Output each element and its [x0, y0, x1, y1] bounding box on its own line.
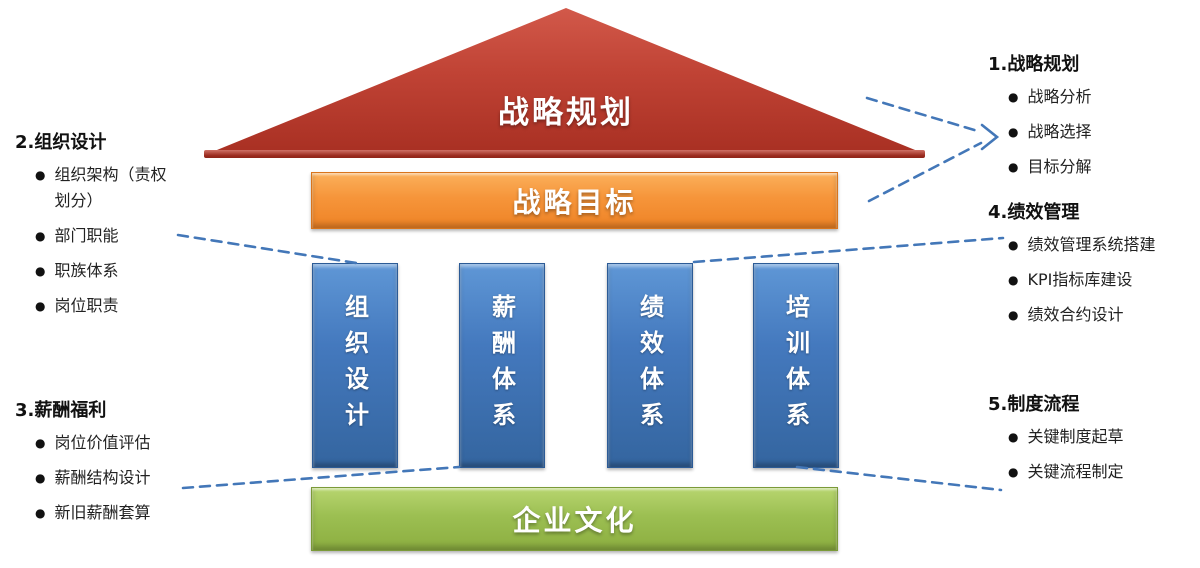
connector-annotation3-to-pillar2 [181, 465, 461, 490]
pillar-training-system: 培训体系 [753, 263, 839, 468]
annotation-list: 绩效管理系统搭建 KPI指标库建设 绩效合约设计 [1008, 232, 1198, 328]
pillar-organization-design: 组织设计 [312, 263, 398, 468]
roof-strategic-planning: 战略规划 [212, 8, 920, 152]
bullet-item: 薪酬结构设计 [35, 465, 215, 491]
annotation-strategic-planning: 1.战略规划 战略分析 战略选择 目标分解 [988, 50, 1178, 189]
annotation-compensation-benefits: 3.薪酬福利 岗位价值评估 薪酬结构设计 新旧薪酬套算 [15, 396, 215, 535]
bullet-item: 战略分析 [1008, 84, 1178, 110]
annotation-process-system: 5.制度流程 关键制度起草 关键流程制定 [988, 390, 1188, 494]
bullet-item: 岗位价值评估 [35, 430, 215, 456]
bullet-item: 岗位职责 [35, 293, 215, 319]
goal-bar-label: 战略目标 [512, 185, 637, 219]
annotation-title: 5.制度流程 [988, 394, 1080, 415]
bullet-item: 组织架构（责权划分） [35, 162, 215, 214]
annotation-performance-management: 4.绩效管理 绩效管理系统搭建 KPI指标库建设 绩效合约设计 [988, 198, 1198, 337]
bullet-item: 部门职能 [35, 223, 215, 249]
bullet-item: 新旧薪酬套算 [35, 500, 215, 526]
bullet-item: 关键流程制定 [1008, 459, 1188, 485]
roof-base-edge [204, 150, 925, 158]
bullet-item: 绩效合约设计 [1008, 302, 1198, 328]
pillar-label: 组织设计 [340, 294, 369, 438]
annotation-list: 战略分析 战略选择 目标分解 [1008, 84, 1178, 180]
culture-base-label: 企业文化 [512, 504, 637, 537]
connector-roof-to-annotation1 [865, 96, 983, 134]
annotation-list: 岗位价值评估 薪酬结构设计 新旧薪酬套算 [35, 430, 215, 526]
connector-pillar3-to-annotation4 [692, 236, 1005, 264]
culture-base-bar: 企业文化 [311, 487, 838, 551]
annotation-organization-design: 2.组织设计 组织架构（责权划分） 部门职能 职族体系 岗位职责 [15, 128, 215, 328]
pillar-performance-system: 绩效体系 [607, 263, 693, 468]
annotation-title: 3.薪酬福利 [15, 400, 107, 421]
bullet-item: 职族体系 [35, 258, 215, 284]
bullet-item: 战略选择 [1008, 119, 1178, 145]
bullet-item: 关键制度起草 [1008, 424, 1188, 450]
annotation-title: 4.绩效管理 [988, 202, 1080, 223]
annotation-title: 2.组织设计 [15, 132, 107, 153]
pillar-compensation-system: 薪酬体系 [459, 263, 545, 468]
pillar-label: 绩效体系 [635, 294, 664, 438]
bullet-item: KPI指标库建设 [1008, 267, 1198, 293]
annotation-list: 组织架构（责权划分） 部门职能 职族体系 岗位职责 [35, 162, 215, 319]
goal-bar: 战略目标 [311, 172, 838, 229]
bullet-item: 目标分解 [1008, 154, 1178, 180]
pillar-label: 薪酬体系 [487, 294, 516, 438]
annotation-title: 1.战略规划 [988, 54, 1080, 75]
pillar-label: 培训体系 [781, 294, 810, 438]
annotation-list: 关键制度起草 关键流程制定 [1008, 424, 1188, 485]
roof-label: 战略规划 [498, 95, 634, 131]
bullet-item: 绩效管理系统搭建 [1008, 232, 1198, 258]
